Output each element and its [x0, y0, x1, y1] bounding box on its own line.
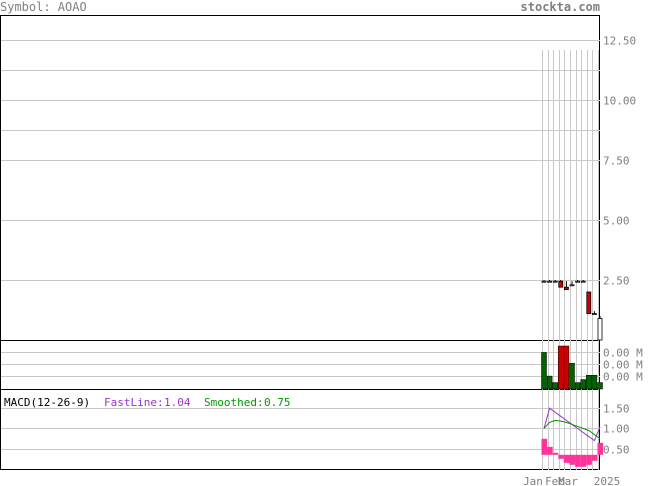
macd-histogram-bar — [597, 442, 604, 455]
macd-histogram-bar — [575, 454, 581, 467]
x-axis-label: Mar — [558, 475, 578, 486]
price-tick-label: 2.50 — [603, 275, 630, 288]
x-axis-label: Feb — [545, 475, 565, 486]
volume-bar — [586, 374, 592, 390]
volume-bar — [552, 382, 558, 390]
x-axis-label: Jan — [523, 475, 543, 486]
macd-tick-label: 1.00 — [603, 423, 630, 436]
macd-panel-frame — [0, 389, 600, 470]
volume-tick-label: 0.00 M — [603, 347, 643, 360]
x-axis-label: 2025 — [594, 475, 621, 486]
macd-gridlines — [1, 408, 600, 450]
macd-smooth-label: Smoothed: — [204, 396, 264, 409]
candle-body — [541, 280, 547, 283]
volume-bar — [558, 345, 564, 390]
macd-histogram — [541, 438, 604, 467]
macd-histogram-bar — [558, 454, 564, 459]
macd-histogram-bar — [552, 452, 559, 455]
volume-tick-labels: 0.00 M0.00 M0.00 M — [603, 347, 643, 384]
price-tick-label: 12.50 — [603, 35, 636, 48]
volume-bars — [541, 345, 603, 390]
macd-tick-label: 1.50 — [603, 403, 630, 416]
macd-fast-label: FastLine: — [104, 396, 164, 409]
macd-smoothed-line — [543, 419, 601, 440]
candle-body — [552, 280, 558, 283]
candlestick-series — [541, 280, 603, 341]
symbol-label: Symbol: AOAO — [0, 0, 87, 14]
volume-gridlines — [1, 352, 600, 377]
macd-histogram-bar — [580, 454, 587, 467]
volume-bar — [580, 379, 586, 390]
candle-body — [558, 280, 564, 288]
price-tick-label: 7.50 — [603, 155, 630, 168]
volume-bar — [574, 382, 581, 390]
macd-smooth-value: 0.75 — [264, 396, 291, 409]
price-panel-frame — [0, 15, 600, 341]
macd-histogram-bar — [569, 454, 576, 465]
candle-body — [547, 280, 552, 283]
site-label[interactable]: stockta.com — [520, 0, 600, 14]
macd-histogram-bar — [591, 454, 598, 461]
macd-histogram-bar — [586, 454, 592, 465]
volume-bar — [569, 362, 575, 390]
volume-bar — [546, 375, 553, 390]
macd-fast-value: 1.04 — [164, 396, 191, 409]
volume-tick-label: 0.00 M — [603, 371, 643, 384]
macd-tick-label: 0.50 — [603, 444, 630, 457]
candle-body — [564, 286, 569, 291]
price-tick-labels: 12.50 10.00 7.50 5.00 2.50 — [603, 35, 636, 288]
volume-bar — [541, 352, 547, 390]
volume-tick-label: 0.00 M — [603, 359, 643, 372]
candle-body — [569, 284, 575, 287]
candle-body — [592, 313, 597, 316]
candle-body — [575, 280, 580, 283]
volume-bar — [597, 382, 603, 390]
volume-bar — [563, 345, 570, 390]
volume-bar — [591, 374, 598, 390]
price-gridlines — [1, 40, 600, 281]
vertical-gridlines — [542, 50, 599, 470]
macd-histogram-bar — [547, 446, 553, 455]
candle-body — [597, 317, 603, 341]
macd-histogram-bar — [541, 438, 548, 455]
price-tick-label: 5.00 — [603, 215, 630, 228]
candle-body — [586, 291, 592, 315]
candle-body — [580, 280, 586, 283]
macd-tick-labels: 1.50 1.00 0.50 — [603, 403, 630, 457]
macd-histogram-bar — [563, 454, 570, 463]
macd-title: MACD(12-26-9) — [4, 396, 90, 409]
price-tick-label: 10.00 — [603, 95, 636, 108]
